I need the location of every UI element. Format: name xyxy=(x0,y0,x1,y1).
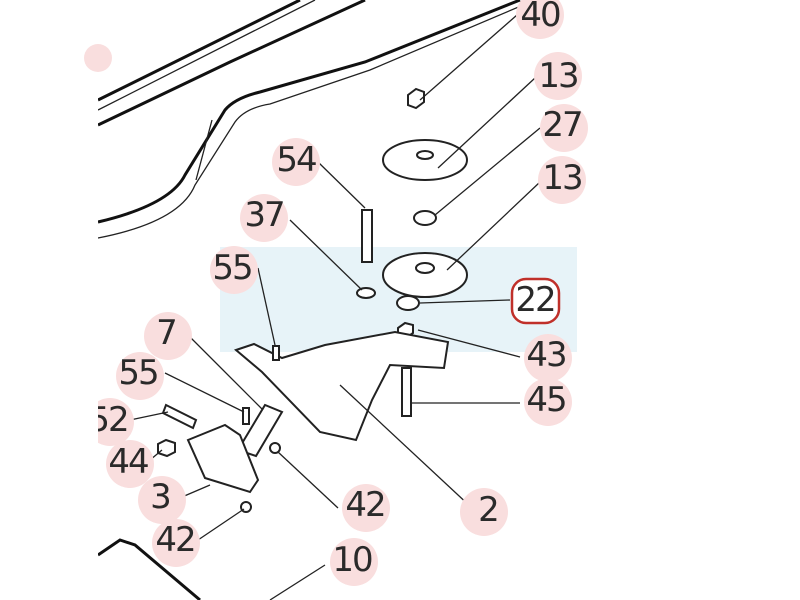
callout-label: 2 xyxy=(478,490,498,530)
callout-3[interactable]: 3 xyxy=(138,476,186,524)
callout-13-bottom[interactable]: 13 xyxy=(538,156,586,204)
callout-7[interactable]: 7 xyxy=(144,312,192,360)
part-10 xyxy=(97,538,201,600)
callout-45[interactable]: 45 xyxy=(524,378,572,426)
left-margin xyxy=(0,0,98,600)
callout-37[interactable]: 37 xyxy=(240,194,288,242)
callout-43[interactable]: 43 xyxy=(524,334,572,382)
nut-40 xyxy=(407,87,425,110)
callout-40[interactable]: 40 xyxy=(516,0,564,39)
callout-label: 55 xyxy=(212,248,251,288)
bolt-54 xyxy=(361,209,373,263)
callout-55-left[interactable]: 55 xyxy=(116,352,164,400)
callout-22-highlighted[interactable]: 22 xyxy=(510,277,561,325)
callout-54[interactable]: 54 xyxy=(272,138,320,186)
callout-42-right[interactable]: 42 xyxy=(342,484,390,532)
leader-lines xyxy=(129,14,541,600)
callout-13-top[interactable]: 13 xyxy=(534,52,582,100)
callout-label: 27 xyxy=(542,105,581,145)
callout-label: 45 xyxy=(526,380,565,420)
callout-label: 40 xyxy=(520,0,560,35)
callout-label: 22 xyxy=(515,280,554,320)
bolt-55a xyxy=(272,345,280,361)
bolt-45 xyxy=(401,367,412,417)
right-margin xyxy=(592,0,800,600)
pulley-13-bottom xyxy=(382,252,468,298)
callout-44[interactable]: 44 xyxy=(106,440,154,488)
callout-label: 44 xyxy=(108,442,148,482)
callout-55-top[interactable]: 55 xyxy=(210,246,258,294)
callout-label: 43 xyxy=(526,335,565,375)
bolt-55b xyxy=(242,407,250,425)
callout-label: 13 xyxy=(538,56,577,96)
callout-label: 55 xyxy=(118,353,157,393)
callout-label: 42 xyxy=(155,520,194,560)
callout-label: 13 xyxy=(542,158,581,198)
washer-37 xyxy=(356,287,376,299)
deck-frame xyxy=(97,0,536,239)
nut-44 xyxy=(157,438,176,458)
callout-label: 54 xyxy=(276,140,316,180)
callout-label: 3 xyxy=(150,477,170,517)
callout-10[interactable]: 10 xyxy=(330,538,378,586)
plate-7 xyxy=(236,403,284,458)
bolt-52 xyxy=(161,403,198,430)
callout-label: 37 xyxy=(244,195,283,235)
callout-label: 7 xyxy=(156,313,176,353)
washer-22 xyxy=(396,295,420,311)
hinge-3 xyxy=(186,423,260,494)
callout-label: 42 xyxy=(345,485,384,525)
spacer-27 xyxy=(413,210,437,226)
callout-label: 10 xyxy=(332,540,372,580)
nut-42a xyxy=(269,442,281,454)
callout-27[interactable]: 27 xyxy=(540,104,588,152)
callout-2[interactable]: 2 xyxy=(460,488,508,536)
callout-42-left[interactable]: 42 xyxy=(152,519,200,567)
partial-callout-bubble xyxy=(84,44,112,72)
